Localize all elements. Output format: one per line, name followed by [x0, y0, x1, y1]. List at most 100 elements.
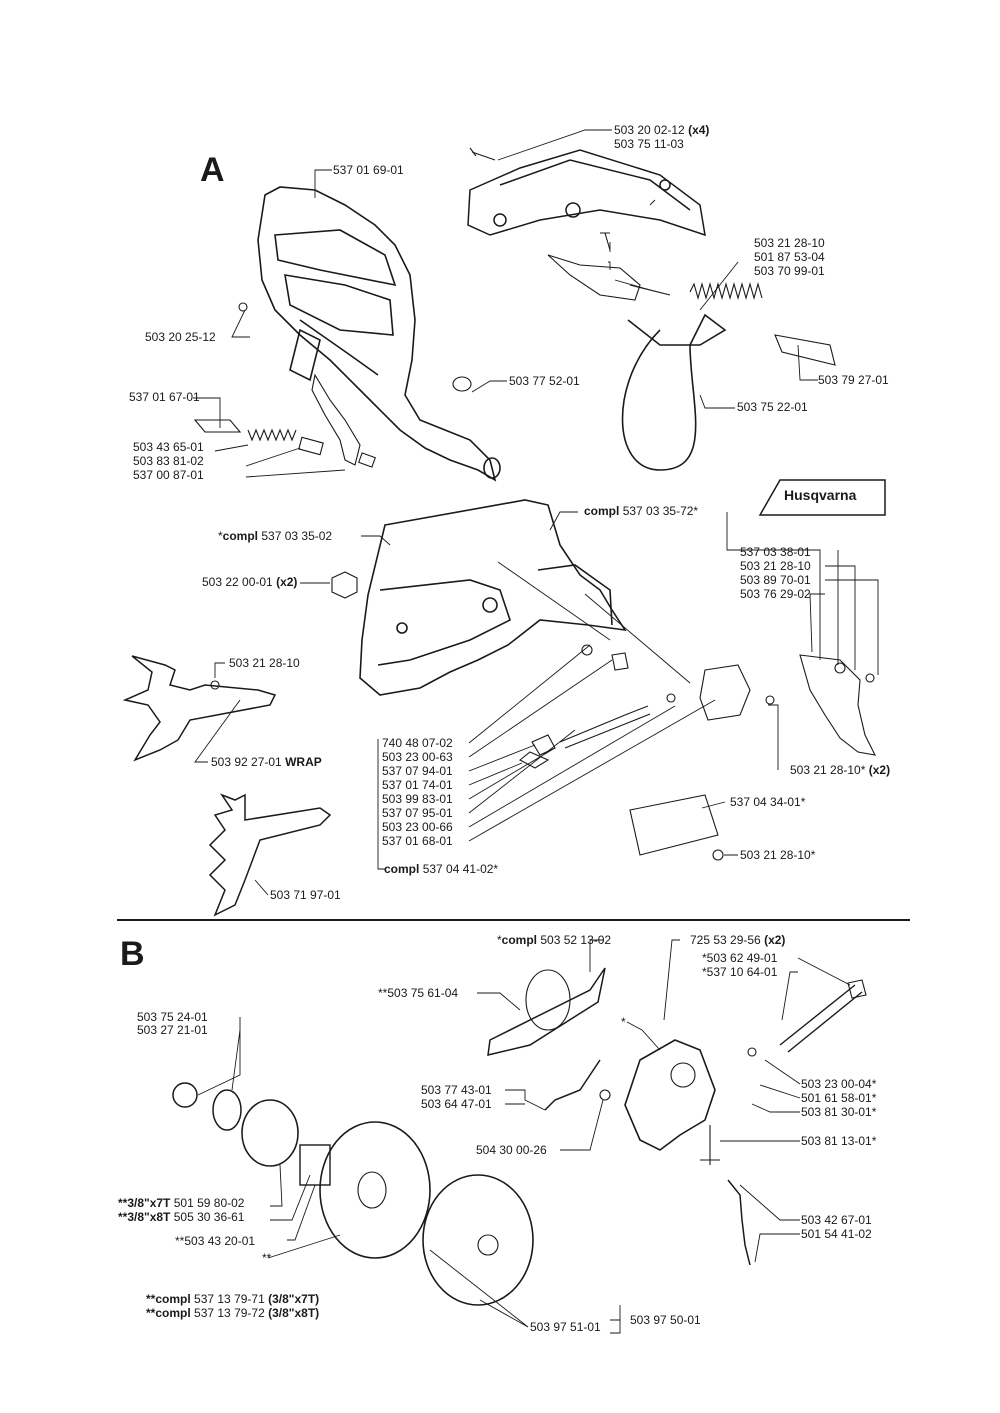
part-label: 503 42 67-01	[801, 1213, 872, 1227]
screw-28-10-top-drawing	[600, 232, 611, 251]
sliding-pin-drawing	[193, 419, 242, 433]
part-label: **3/8"x7T 501 59 80-02	[118, 1196, 245, 1210]
part-label: 537 01 69-01	[333, 163, 404, 177]
part-label: 503 23 00-63	[382, 750, 453, 764]
screw-right-drawing	[865, 673, 875, 683]
husqvarna-logo: Husqvarna	[784, 487, 857, 503]
cover-plate-drawing	[699, 664, 751, 721]
drum-hub-drawing	[357, 1171, 387, 1209]
guard-lever-drawing	[311, 373, 361, 466]
nut-22-00-drawing	[331, 571, 358, 599]
screw-guide-drawing	[712, 849, 724, 861]
part-label: 503 75 11-03	[614, 137, 684, 151]
part-label: 503 75 24-01	[137, 1010, 208, 1024]
pump-shaft-drawing	[779, 984, 863, 1053]
part-label: compl 537 04 41-02*	[384, 862, 499, 876]
worm-drive-drawing	[525, 969, 571, 1031]
washer-small-drawing	[581, 644, 593, 656]
part-label: 503 21 28-10	[754, 236, 825, 250]
oil-pump-drawing	[624, 1039, 716, 1151]
pin-drawing	[358, 452, 376, 468]
pump-hole-drawing	[670, 1062, 696, 1088]
spring-block-drawing	[298, 436, 324, 456]
part-label: 503 21 28-10	[229, 656, 300, 670]
part-label: 537 07 94-01	[382, 764, 453, 778]
spring-left-drawing	[247, 428, 297, 442]
washer-b-drawing	[212, 1089, 242, 1131]
screw-20-25-drawing	[238, 302, 248, 312]
bearing-drawing	[299, 1144, 331, 1186]
part-label: 503 77 43-01	[421, 1083, 492, 1097]
screw-cover-drawing	[765, 695, 775, 705]
part-label: **503 75 61-04	[378, 986, 459, 1000]
front-hand-guard-drawing	[257, 186, 501, 482]
part-label: 504 30 00-26	[476, 1143, 547, 1157]
part-label: 740 48 07-02	[382, 736, 453, 750]
part-label: 537 00 87-01	[133, 468, 204, 482]
tension-nut-drawing	[531, 734, 556, 756]
hose-nozzle-drawing	[599, 1089, 611, 1101]
part-label: *	[621, 1015, 626, 1029]
part-label: 503 22 00-01 (x2)	[202, 575, 298, 589]
screw-x4-drawing	[469, 147, 496, 161]
sprocket-drawing	[241, 1099, 299, 1167]
part-label: 503 89 70-01	[740, 573, 811, 587]
part-label: 503 77 52-01	[509, 374, 580, 388]
part-label: 503 23 00-04*	[801, 1077, 877, 1091]
part-label: 503 83 81-02	[133, 454, 204, 468]
clutch-drum-drawing	[319, 1121, 431, 1259]
part-label: 503 20 25-12	[145, 330, 216, 344]
section-b-heading: B	[120, 935, 145, 973]
part-label: 503 81 30-01*	[801, 1105, 877, 1119]
retainer-ring-drawing	[172, 1082, 198, 1108]
part-label: 501 61 58-01*	[801, 1091, 877, 1105]
washer-drawing	[834, 662, 846, 674]
part-label: 503 43 65-01	[133, 440, 204, 454]
oil-hose-drawing	[544, 1059, 601, 1111]
part-label: 503 81 13-01*	[801, 1134, 877, 1148]
decal-drawing	[758, 479, 886, 516]
worm-gear-drawing	[487, 967, 606, 1056]
clutch-shoe-drawing	[422, 1174, 534, 1306]
part-label: **compl 537 13 79-72 (3/8"x8T)	[146, 1306, 320, 1320]
part-label: 503 97 50-01	[630, 1313, 701, 1327]
brake-lever-drawing	[547, 254, 641, 301]
part-label: 503 76 29-02	[740, 587, 811, 601]
part-label: 501 87 53-04	[754, 250, 825, 264]
clutch-cover-drawing	[359, 499, 627, 696]
part-label: 725 53 29-56 (x2)	[690, 933, 786, 947]
part-label: 503 92 27-01 WRAP	[211, 755, 322, 769]
part-label: **3/8"x8T 505 30 36-61	[118, 1210, 245, 1224]
leader-lines-a	[193, 129, 879, 896]
part-label: 503 97 51-01	[530, 1320, 601, 1334]
o-ring-drawing	[666, 693, 676, 703]
adjust-screw-drawing	[700, 1125, 720, 1165]
bushing-drawing	[452, 376, 472, 392]
part-label: 503 23 00-66	[382, 820, 453, 834]
part-label: *compl 537 03 35-02	[218, 529, 333, 543]
part-label: 503 64 47-01	[421, 1097, 492, 1111]
pump-spring-drawing	[747, 1047, 757, 1057]
section-a-heading: A	[200, 151, 225, 189]
nut-tensioner-drawing	[611, 652, 629, 671]
pump-plunger-drawing	[847, 979, 867, 999]
part-label: 503 21 28-10	[740, 559, 811, 573]
part-label: 503 70 99-01	[754, 264, 825, 278]
part-label: 537 01 74-01	[382, 778, 453, 792]
bumper-screw-drawing	[210, 680, 220, 690]
spring-brake-drawing	[689, 281, 763, 301]
chain-guide-drawing	[629, 794, 719, 856]
part-label: 503 20 02-12 (x4)	[614, 123, 710, 137]
part-label: 503 21 28-10*	[740, 848, 816, 862]
part-label: 503 71 97-01	[270, 888, 341, 902]
part-label: 537 07 95-01	[382, 806, 453, 820]
part-label: 537 04 34-01*	[730, 795, 806, 809]
part-label: 503 75 22-01	[737, 400, 808, 414]
clutch-hub-drawing	[477, 1234, 499, 1256]
part-label: **503 43 20-01	[175, 1234, 256, 1248]
part-label: 503 21 28-10* (x2)	[790, 763, 891, 777]
tension-screw-drawing	[559, 705, 651, 749]
part-label: 537 01 67-01	[129, 390, 200, 404]
part-label: 501 54 41-02	[801, 1227, 872, 1241]
